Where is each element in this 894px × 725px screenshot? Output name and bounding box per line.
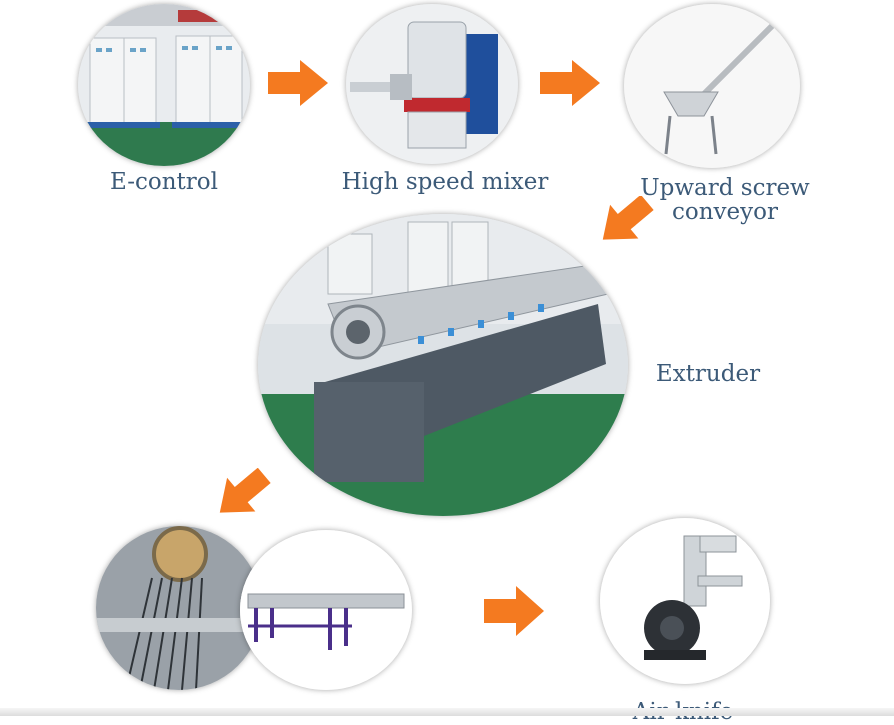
bottom-edge-strip xyxy=(0,708,894,716)
cooling-bath-image xyxy=(96,526,262,690)
arrow-down-left-icon xyxy=(212,468,272,520)
arrow-right-icon xyxy=(540,60,602,106)
e-control-image xyxy=(78,4,250,166)
upward-screw-conveyor-label: Upward screw conveyor xyxy=(640,176,810,224)
upward-screw-conveyor-label-line2: conveyor xyxy=(672,199,778,225)
extruder-label: Extruder xyxy=(655,361,761,387)
high-speed-mixer-image xyxy=(346,4,518,164)
extruder-image xyxy=(258,214,628,516)
cooling-conveyor-image xyxy=(240,530,412,690)
e-control-label: E-control xyxy=(110,169,218,195)
high-speed-mixer-label: High speed mixer xyxy=(341,169,549,195)
arrow-right-icon xyxy=(484,586,546,636)
upward-screw-conveyor-label-line1: Upward screw xyxy=(640,175,810,201)
upward-screw-conveyor-image xyxy=(624,4,800,168)
air-knife-image xyxy=(600,518,770,684)
arrow-down-left-icon xyxy=(596,196,654,246)
arrow-right-icon xyxy=(268,60,330,106)
